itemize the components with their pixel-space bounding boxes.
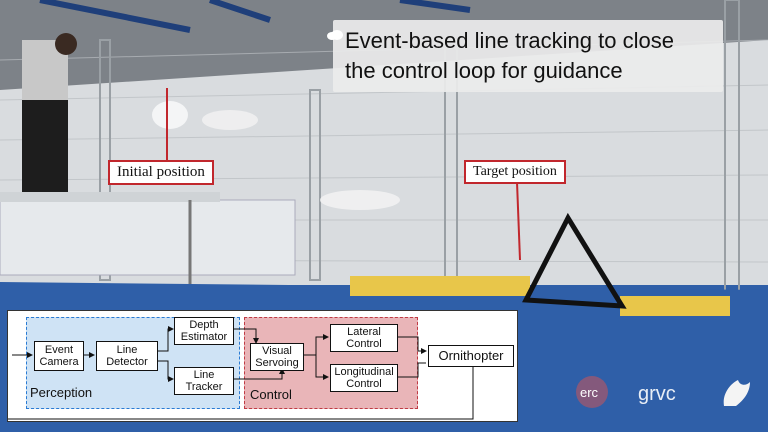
perception-label: Perception: [30, 385, 93, 400]
line-tracker-block: Line Tracker: [174, 367, 234, 395]
event-camera-label-1: Event: [44, 344, 74, 356]
lateral-control-label-1: Lateral: [347, 326, 381, 338]
ornithopter-label: Ornithopter: [438, 348, 504, 363]
erc-logo-text: erc: [580, 385, 599, 400]
line-detector-label-2: Detector: [106, 356, 148, 368]
ornithopter-block: Ornithopter: [428, 345, 514, 367]
lateral-control-block: Lateral Control: [330, 324, 398, 352]
title-line-2: the control loop for guidance: [345, 58, 623, 83]
title-line-1: Event-based line tracking to close: [345, 28, 674, 53]
control-loop-diagram: Perception Control Event Camera Line Det…: [7, 310, 518, 422]
title-banner: Event-based line tracking to close the c…: [327, 20, 723, 92]
longitudinal-control-block: Longitudinal Control: [330, 364, 398, 392]
control-label: Control: [250, 387, 292, 402]
grvc-logo: grvc: [636, 376, 698, 410]
university-seal-logo: [716, 372, 756, 412]
depth-estimator-label-2: Estimator: [180, 331, 228, 343]
depth-estimator-block: Depth Estimator: [174, 317, 234, 345]
visual-servoing-label-1: Visual: [262, 345, 292, 357]
longitudinal-control-label-2: Control: [346, 378, 382, 390]
visual-servoing-block: Visual Servoing: [250, 343, 304, 371]
initial-position-label: Initial position: [108, 160, 214, 185]
line-tracker-label-2: Tracker: [185, 381, 223, 393]
diagram-arrows: [8, 326, 474, 420]
visual-servoing-label-2: Servoing: [255, 357, 299, 369]
cloud-icon: [327, 30, 343, 40]
event-camera-label-2: Camera: [39, 356, 79, 368]
line-tracker-label-1: Line: [193, 369, 215, 381]
event-camera-block: Event Camera: [34, 341, 84, 371]
erc-logo-mark: erc: [576, 376, 608, 408]
line-detector-block: Line Detector: [96, 341, 158, 371]
erc-logo: erc: [572, 374, 618, 410]
target-position-label: Target position: [464, 160, 566, 184]
grvc-logo-mark: grvc: [638, 383, 676, 405]
griffin-icon: [723, 380, 750, 406]
line-detector-label-1: Line: [116, 344, 138, 356]
grvc-logo-text: grvc: [638, 383, 676, 405]
lateral-control-label-2: Control: [346, 338, 382, 350]
depth-estimator-label-1: Depth: [189, 319, 219, 331]
longitudinal-control-label-1: Longitudinal: [334, 366, 394, 378]
